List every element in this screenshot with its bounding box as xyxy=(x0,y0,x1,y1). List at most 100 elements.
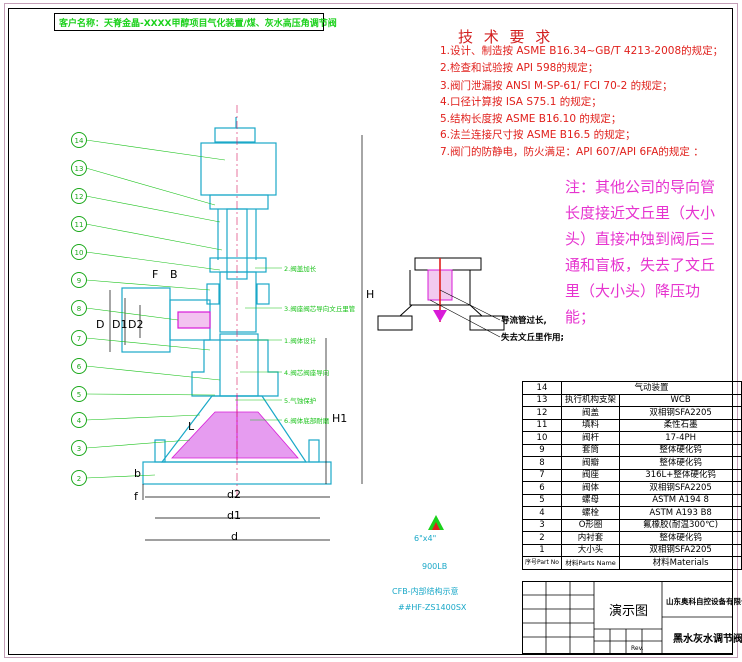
bom-no: 10 xyxy=(522,431,562,445)
bom-name: 气动装置 xyxy=(560,381,742,395)
guide-note-line2: 失去文丘里作用; xyxy=(501,333,564,343)
dim-d1: d1 xyxy=(227,509,241,522)
leader-label-bonnet: 2.阀盖加长 xyxy=(284,265,317,273)
bom-no: 2 xyxy=(522,531,562,545)
tech-req-5: 5.结构长度按 ASME B16.10 的规定； xyxy=(440,113,622,125)
callout-12: 12 xyxy=(71,188,87,204)
drawing-frame xyxy=(8,8,733,655)
callout-9: 9 xyxy=(71,272,87,288)
dim-f-bottom: f xyxy=(134,490,138,503)
dim-D1: D1 xyxy=(112,318,128,331)
tech-req-4: 4.口径计算按 ISA S75.1 的规定； xyxy=(440,96,602,108)
stamp-size: 6"x4" xyxy=(414,534,437,543)
callout-2: 2 xyxy=(71,470,87,486)
bom-col-name: 材料Parts Name xyxy=(560,556,621,570)
bom-material: 双相钢SFA2205 xyxy=(619,481,742,495)
bom-name: 阀盖 xyxy=(560,406,621,420)
bom-name: 填料 xyxy=(560,418,621,432)
bom-material: ASTM A193 B8 xyxy=(619,506,742,520)
bom-name: 阀座 xyxy=(560,468,621,482)
bom-no: 11 xyxy=(522,418,562,432)
dim-D: D xyxy=(96,318,105,331)
leader-label-venturi: 3.阀座阀芯导向文丘里管 xyxy=(284,305,356,313)
bom-col-material: 材料Materials xyxy=(619,556,742,570)
leader-label-body: 1.阀体设计 xyxy=(284,337,317,345)
dim-f: F xyxy=(152,268,159,281)
stamp-flow: CFB-内部结构示意 xyxy=(392,587,459,596)
revision: Rev. xyxy=(631,645,644,652)
dim-D2: D2 xyxy=(128,318,144,331)
actuator-body xyxy=(200,142,277,196)
dim-d: d xyxy=(231,530,238,543)
tech-req-6: 6.法兰连接尺寸按 ASME B16.5 的规定； xyxy=(440,129,636,141)
bom-material: ASTM A194 8 xyxy=(619,493,742,507)
stamp-code: ##HF-ZS1400SX xyxy=(398,603,467,612)
drawing-title: 演示图 xyxy=(609,604,649,619)
dim-b-bottom: b xyxy=(134,467,141,480)
bom-name: 阀杆 xyxy=(560,431,621,445)
dim-H1: H1 xyxy=(332,412,348,425)
tech-req-7: 7.阀门的防静电，防火满足：API 607/API 6FA的规定 ： xyxy=(440,146,704,158)
bom-no: 5 xyxy=(522,493,562,507)
dim-d2: d2 xyxy=(227,488,241,501)
tech-req-3: 3.阀门泄漏按 ANSI M-SP-61/ FCI 70-2 的规定； xyxy=(440,80,673,92)
callout-8: 8 xyxy=(71,300,87,316)
title-block-grid xyxy=(522,581,733,654)
callout-3: 3 xyxy=(71,440,87,456)
bom-name: 阀瓣 xyxy=(560,456,621,470)
actuator-top xyxy=(214,127,256,143)
competitor-note: 注：其他公司的导向管长度接近文丘里（大小头）直接冲蚀到阀后三通和盲板，失去了文丘… xyxy=(565,178,716,326)
callout-10: 10 xyxy=(71,244,87,260)
bom-material: WCB xyxy=(619,393,742,407)
bom-material: 整体硬化钨 xyxy=(619,531,742,545)
bom-name: 大小头 xyxy=(560,543,621,557)
bom-material: 双相钢SFA2205 xyxy=(619,543,742,557)
bom-no: 9 xyxy=(522,443,562,457)
bom-name: 阀体 xyxy=(560,481,621,495)
bom-header-row: 14 气动装置 xyxy=(522,381,742,395)
tech-req-2: 2.检查和试验按 API 598的规定； xyxy=(440,62,599,74)
callout-6: 6 xyxy=(71,358,87,374)
bom-col-no: 序号Part No xyxy=(522,556,562,570)
tech-req-1: 1.设计、制造按 ASME B16.34~GB/T 4213-2008的规定； xyxy=(440,45,724,57)
bom-no: 1 xyxy=(522,543,562,557)
bom-material: 双相钢SFA2205 xyxy=(619,406,742,420)
bom-no: 14 xyxy=(522,381,562,395)
bom-no: 8 xyxy=(522,456,562,470)
bom-no: 7 xyxy=(522,468,562,482)
bom-no: 4 xyxy=(522,506,562,520)
bom-name: O形圈 xyxy=(560,518,621,532)
drawing-sheet xyxy=(4,3,738,658)
product-name: 黑水灰水调节阀 xyxy=(673,634,742,645)
dim-b-top: B xyxy=(170,268,178,281)
customer-header: 客户名称：天脊金晶-XXXX甲醇项目气化装置/煤、灰水高压角调节阀 xyxy=(54,13,337,31)
bom-material: 整体硬化钨 xyxy=(619,443,742,457)
callout-4: 4 xyxy=(71,412,87,428)
bom-material: 17-4PH xyxy=(619,431,742,445)
bom-name: 螺母 xyxy=(560,493,621,507)
dim-L: L xyxy=(188,420,195,433)
leader-label-cavitation: 5.气蚀保护 xyxy=(284,397,317,405)
title-block: 演示图 山东奥科自控设备有限公司 黑水灰水调节阀 Rev. xyxy=(522,581,742,654)
stamp-class: 900LB xyxy=(422,562,448,571)
callout-13: 13 xyxy=(71,160,87,176)
callout-11: 11 xyxy=(71,216,87,232)
bom-material: 316L+整体硬化钨 xyxy=(619,468,742,482)
bom-name: 内衬套 xyxy=(560,531,621,545)
bom-material: 整体硬化钨 xyxy=(619,456,742,470)
bom-no: 3 xyxy=(522,518,562,532)
